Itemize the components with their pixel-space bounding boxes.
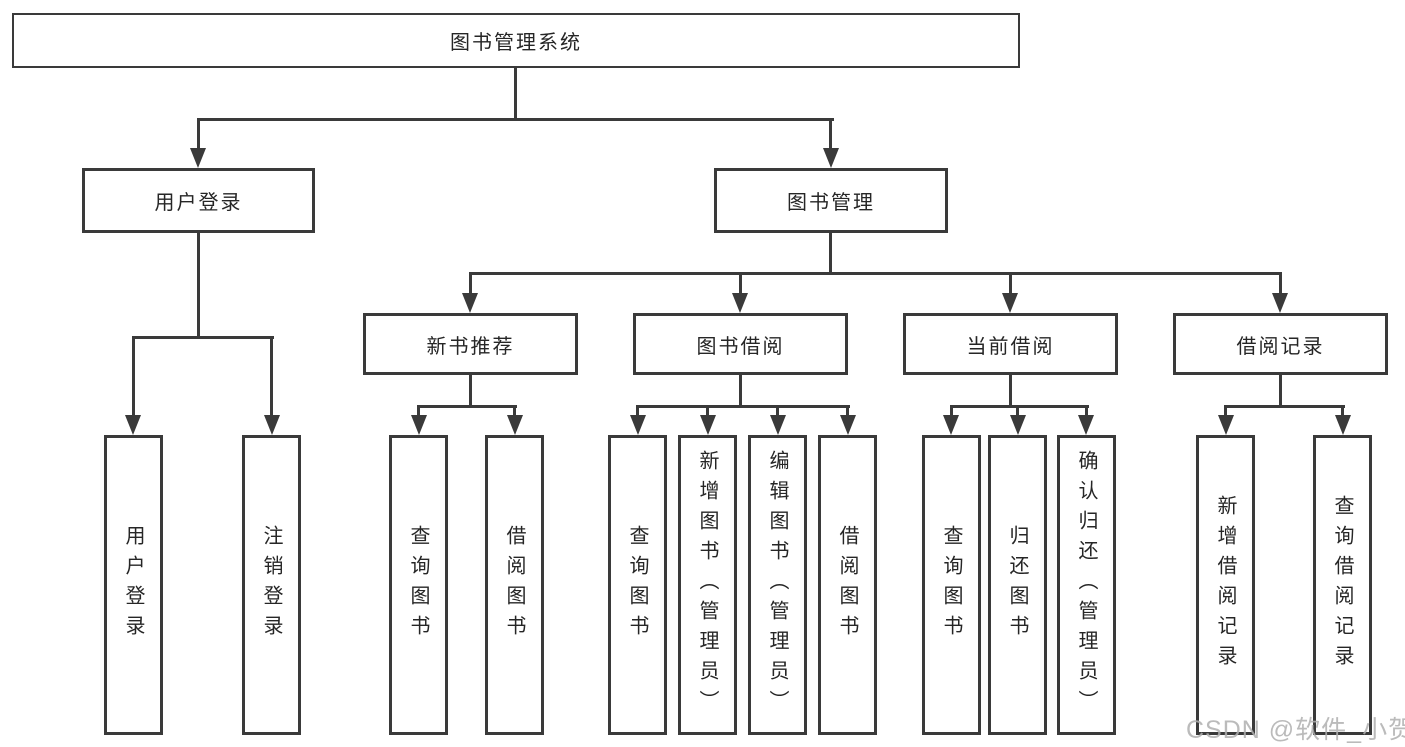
arrowhead-bb-leaf4 (840, 415, 856, 435)
arrowhead-leaf-user-login (125, 415, 141, 435)
arrowhead-bb-leaf2 (700, 415, 716, 435)
connector-br-bar (1224, 405, 1345, 408)
connector-bb-leaf2 (706, 405, 709, 419)
connector-to-borrowing-records (1279, 272, 1282, 295)
leaf-nbr-query-books: 查询图书 (389, 435, 448, 735)
connector-level1-bar (197, 118, 834, 121)
connector-bb-leaf1 (636, 405, 639, 419)
connector-nbr-bar (417, 405, 517, 408)
node-new-book-recommend: 新书推荐 (363, 313, 578, 375)
connector-nbr-stem (469, 375, 472, 407)
arrowhead-book-borrowing (732, 293, 748, 313)
leaf-logout: 注销登录 (242, 435, 301, 735)
connector-br-leaf1 (1224, 405, 1227, 419)
connector-cb-leaf3 (1085, 405, 1088, 419)
connector-br-stem (1279, 375, 1282, 407)
node-user-login: 用户登录 (82, 168, 315, 233)
connector-to-new-book-recommend (469, 272, 472, 295)
leaf-bb-edit-books-admin: 编辑图书（管理员） (748, 435, 807, 735)
connector-nbr-leaf2 (513, 405, 516, 419)
connector-to-book-management (829, 118, 832, 150)
connector-bb-leaf3 (776, 405, 779, 419)
arrowhead-user-login (190, 148, 206, 168)
arrowhead-cb-leaf2 (1010, 415, 1026, 435)
arrowhead-book-management (823, 148, 839, 168)
leaf-br-query-record: 查询借阅记录 (1313, 435, 1372, 735)
node-borrowing-records: 借阅记录 (1173, 313, 1388, 375)
node-library-management-system: 图书管理系统 (12, 13, 1020, 68)
connector-bb-leaf4 (846, 405, 849, 419)
leaf-bb-add-books-admin: 新增图书（管理员） (678, 435, 737, 735)
arrowhead-borrowing-records (1272, 293, 1288, 313)
connector-user-login-bar (132, 336, 274, 339)
connector-to-leaf-user-login (132, 336, 135, 417)
arrowhead-cb-leaf1 (943, 415, 959, 435)
arrowhead-new-book-recommend (462, 293, 478, 313)
connector-level3-bar (469, 272, 1282, 275)
arrowhead-nbr-leaf1 (411, 415, 427, 435)
connector-cb-stem (1009, 375, 1012, 407)
leaf-nbr-borrow-books: 借阅图书 (485, 435, 544, 735)
arrowhead-cb-leaf3 (1078, 415, 1094, 435)
connector-bb-bar (636, 405, 850, 408)
connector-cb-bar (950, 405, 1089, 408)
leaf-br-add-record: 新增借阅记录 (1196, 435, 1255, 735)
arrowhead-leaf-logout (264, 415, 280, 435)
connector-user-login-stem (197, 233, 200, 336)
leaf-cb-confirm-return-admin: 确认归还（管理员） (1057, 435, 1116, 735)
leaf-cb-query-books: 查询图书 (922, 435, 981, 735)
arrowhead-bb-leaf3 (770, 415, 786, 435)
connector-cb-leaf1 (950, 405, 953, 419)
connector-br-leaf2 (1341, 405, 1344, 419)
node-book-borrowing: 图书借阅 (633, 313, 848, 375)
connector-to-user-login (197, 118, 200, 150)
arrowhead-br-leaf1 (1218, 415, 1234, 435)
connector-cb-leaf2 (1016, 405, 1019, 419)
connector-bb-stem (739, 375, 742, 407)
leaf-bb-borrow-books: 借阅图书 (818, 435, 877, 735)
node-book-management: 图书管理 (714, 168, 948, 233)
arrowhead-current-borrowing (1002, 293, 1018, 313)
connector-nbr-leaf1 (417, 405, 420, 419)
csdn-watermark: CSDN @软件_小贺同学 (1186, 716, 1405, 744)
arrowhead-nbr-leaf2 (507, 415, 523, 435)
connector-to-leaf-logout (270, 336, 273, 417)
leaf-cb-return-books: 归还图书 (988, 435, 1047, 735)
leaf-user-login: 用户登录 (104, 435, 163, 735)
connector-book-management-stem (829, 232, 832, 272)
node-current-borrowing: 当前借阅 (903, 313, 1118, 375)
arrowhead-br-leaf2 (1335, 415, 1351, 435)
arrowhead-bb-leaf1 (630, 415, 646, 435)
leaf-bb-query-books: 查询图书 (608, 435, 667, 735)
connector-root-stem (514, 68, 517, 118)
connector-to-current-borrowing (1009, 272, 1012, 295)
connector-to-book-borrowing (739, 272, 742, 295)
